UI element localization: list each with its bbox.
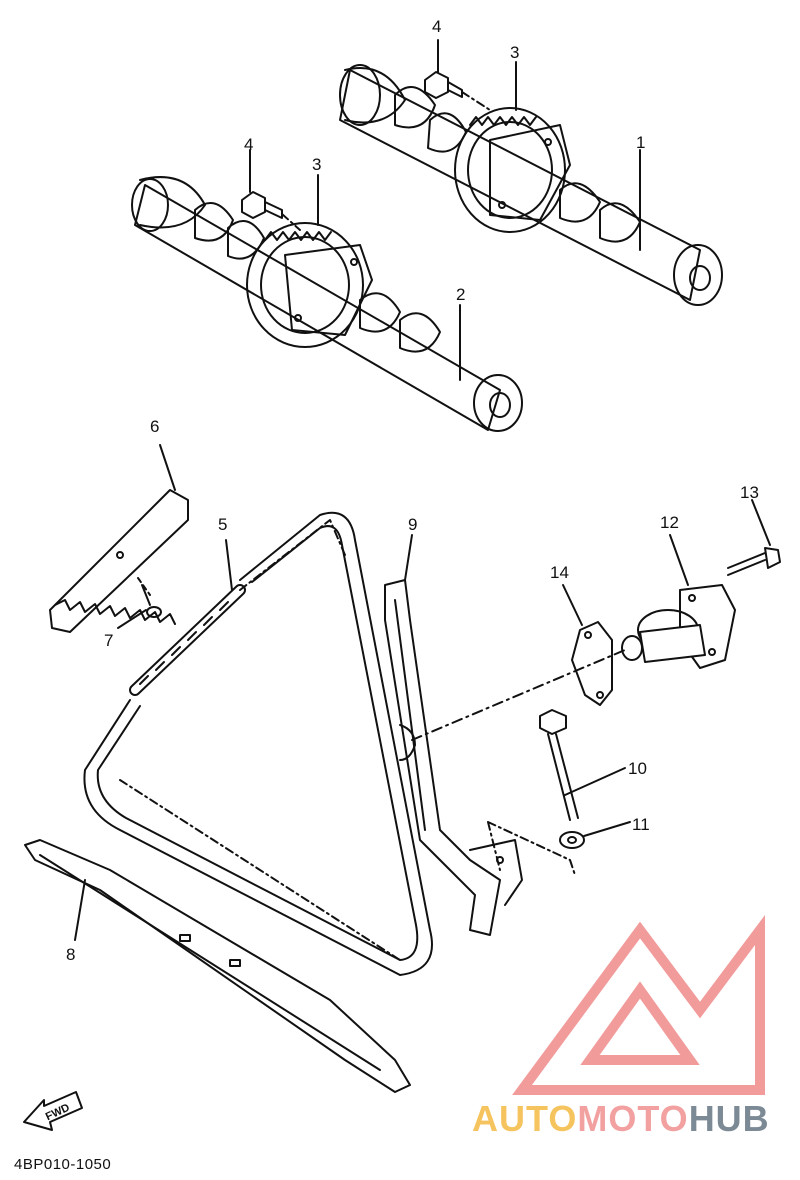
watermark-brand: AUTOMOTOHUB <box>472 1098 770 1140</box>
callout-14: 14 <box>550 563 569 582</box>
tensioner-bolt <box>727 499 781 576</box>
guide-bolt <box>539 709 626 821</box>
chain-guide-top <box>49 444 189 633</box>
callout-4-lower: 4 <box>244 135 253 154</box>
callout-5: 5 <box>218 515 227 534</box>
chain-guide-exhaust <box>384 534 523 936</box>
callout-6: 6 <box>150 417 159 436</box>
tensioner-gasket <box>562 584 613 706</box>
camshaft-intake <box>131 176 523 432</box>
brand-hub: HUB <box>688 1098 770 1139</box>
chain-guide-intake <box>24 839 411 1093</box>
washer <box>559 821 631 849</box>
callouts: 1 2 3 3 4 4 5 6 7 8 9 10 11 12 13 14 <box>66 17 759 964</box>
callout-8: 8 <box>66 945 75 964</box>
callout-3-upper: 3 <box>510 43 519 62</box>
cam-sprocket-bolt-upper <box>424 39 463 99</box>
brand-auto: AUTO <box>472 1098 578 1139</box>
callout-9: 9 <box>408 515 417 534</box>
brand-moto: MOTO <box>577 1098 689 1139</box>
guide-screw <box>117 577 162 629</box>
callout-12: 12 <box>660 513 679 532</box>
cam-sprocket-bolt-lower <box>241 149 283 219</box>
callout-13: 13 <box>740 483 759 502</box>
timing-chain <box>83 511 433 976</box>
callout-10: 10 <box>628 759 647 778</box>
chain-tensioner <box>621 534 736 669</box>
callout-7: 7 <box>104 631 113 650</box>
forward-arrow-icon <box>23 1091 83 1131</box>
callout-2: 2 <box>456 285 465 304</box>
automotohub-logo-icon <box>512 915 765 1095</box>
callout-1: 1 <box>636 133 645 152</box>
callout-11: 11 <box>632 815 650 834</box>
callout-3-lower: 3 <box>312 155 321 174</box>
callout-4-upper: 4 <box>432 17 441 36</box>
part-code: 4BP010-1050 <box>14 1156 112 1173</box>
camshaft-exhaust <box>339 64 723 306</box>
